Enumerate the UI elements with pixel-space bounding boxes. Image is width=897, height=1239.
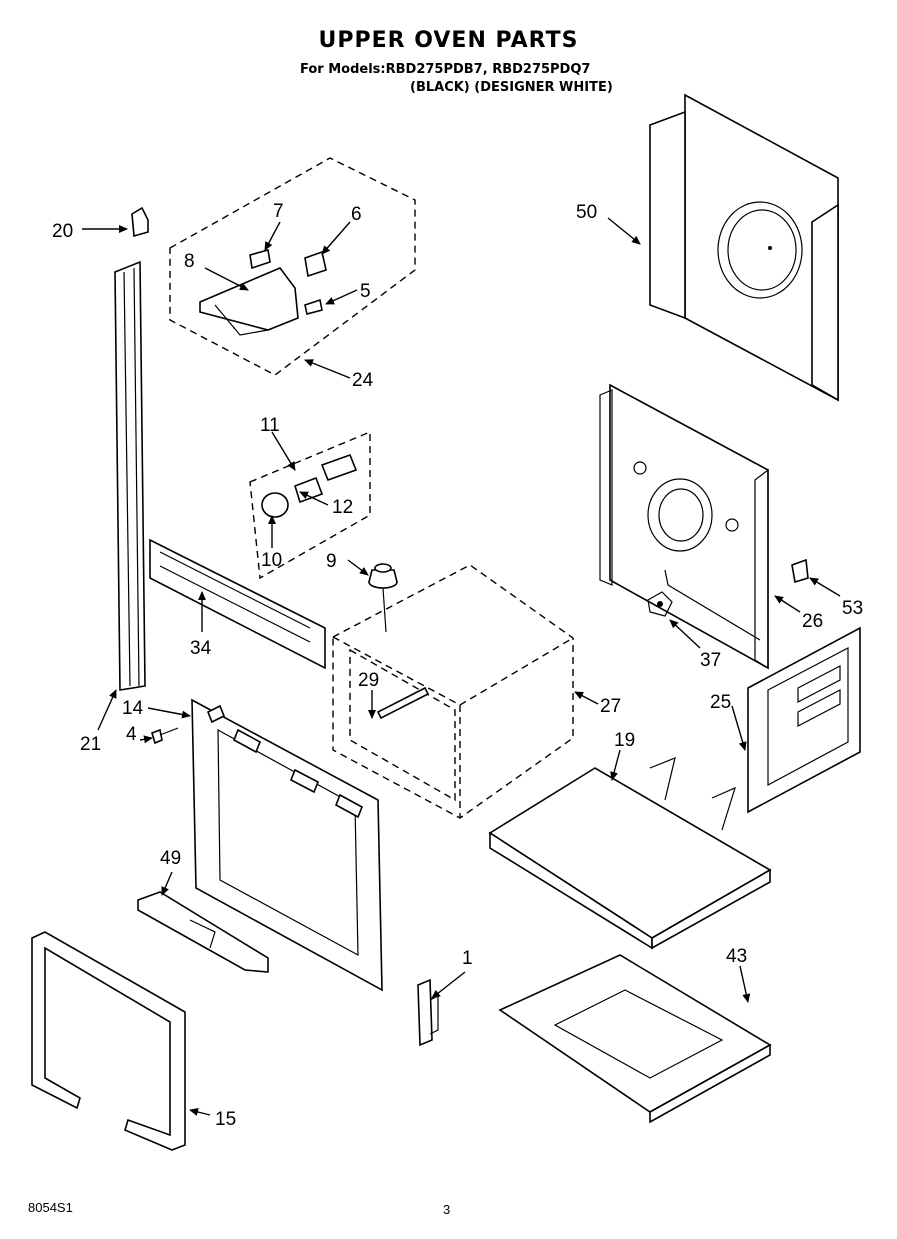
part-50-back-panel [649, 93, 839, 402]
callout-4: 4 [126, 724, 137, 745]
part-34-control-panel [149, 538, 326, 670]
callout-37: 37 [700, 650, 721, 671]
part-37-bracket [647, 591, 673, 617]
callout-15: 15 [215, 1109, 236, 1130]
callout-43: 43 [726, 946, 747, 967]
callout-53: 53 [842, 598, 863, 619]
page-number: 3 [443, 1202, 451, 1217]
part-49-bracket [137, 891, 269, 973]
part-25-side-panel [747, 626, 861, 814]
callout-14: 14 [122, 698, 144, 719]
callout-8: 8 [184, 251, 195, 272]
part-1-small-bracket [417, 978, 439, 1047]
callout-20: 20 [52, 221, 73, 242]
callout-1: 1 [462, 948, 473, 969]
variants-line: (BLACK) (DESIGNER WHITE) [410, 80, 613, 95]
callout-21: 21 [80, 734, 101, 755]
part-26-heat-shield [599, 383, 769, 670]
callout-34: 34 [190, 638, 212, 659]
callout-5: 5 [360, 281, 371, 302]
callout-24: 24 [352, 370, 374, 391]
part-21-trim-strip [114, 260, 146, 691]
callout-29: 29 [358, 670, 379, 691]
callout-50: 50 [576, 202, 597, 223]
callout-25: 25 [710, 692, 731, 713]
callout-7: 7 [273, 201, 284, 222]
callout-27: 27 [600, 696, 621, 717]
callout-6: 6 [351, 204, 362, 225]
part-4-screw [151, 727, 179, 745]
callout-10: 10 [261, 550, 282, 571]
part-9-thermostat [368, 563, 398, 633]
callout-9: 9 [326, 551, 337, 572]
part-29-sensor [376, 686, 430, 720]
part-20-clip [131, 206, 149, 238]
doc-number: 8054S1 [28, 1200, 73, 1215]
part-53-clip [791, 558, 809, 584]
part-24-control-assembly [169, 157, 416, 376]
part-19-oven-bottom [488, 757, 772, 950]
callout-12: 12 [332, 497, 353, 518]
part-14-front-frame [191, 698, 383, 992]
callout-49: 49 [160, 848, 181, 869]
part-15-door-gasket [31, 931, 186, 1151]
models-line: For Models:RBD275PDB7, RBD275PDQ7 [300, 62, 591, 77]
part-27-oven-cavity [332, 564, 574, 819]
callout-19: 19 [614, 730, 635, 751]
part-43-drip-tray [498, 954, 772, 1124]
page-title: UPPER OVEN PARTS [318, 28, 579, 53]
callout-26: 26 [802, 611, 823, 632]
callout-11: 11 [260, 415, 280, 436]
